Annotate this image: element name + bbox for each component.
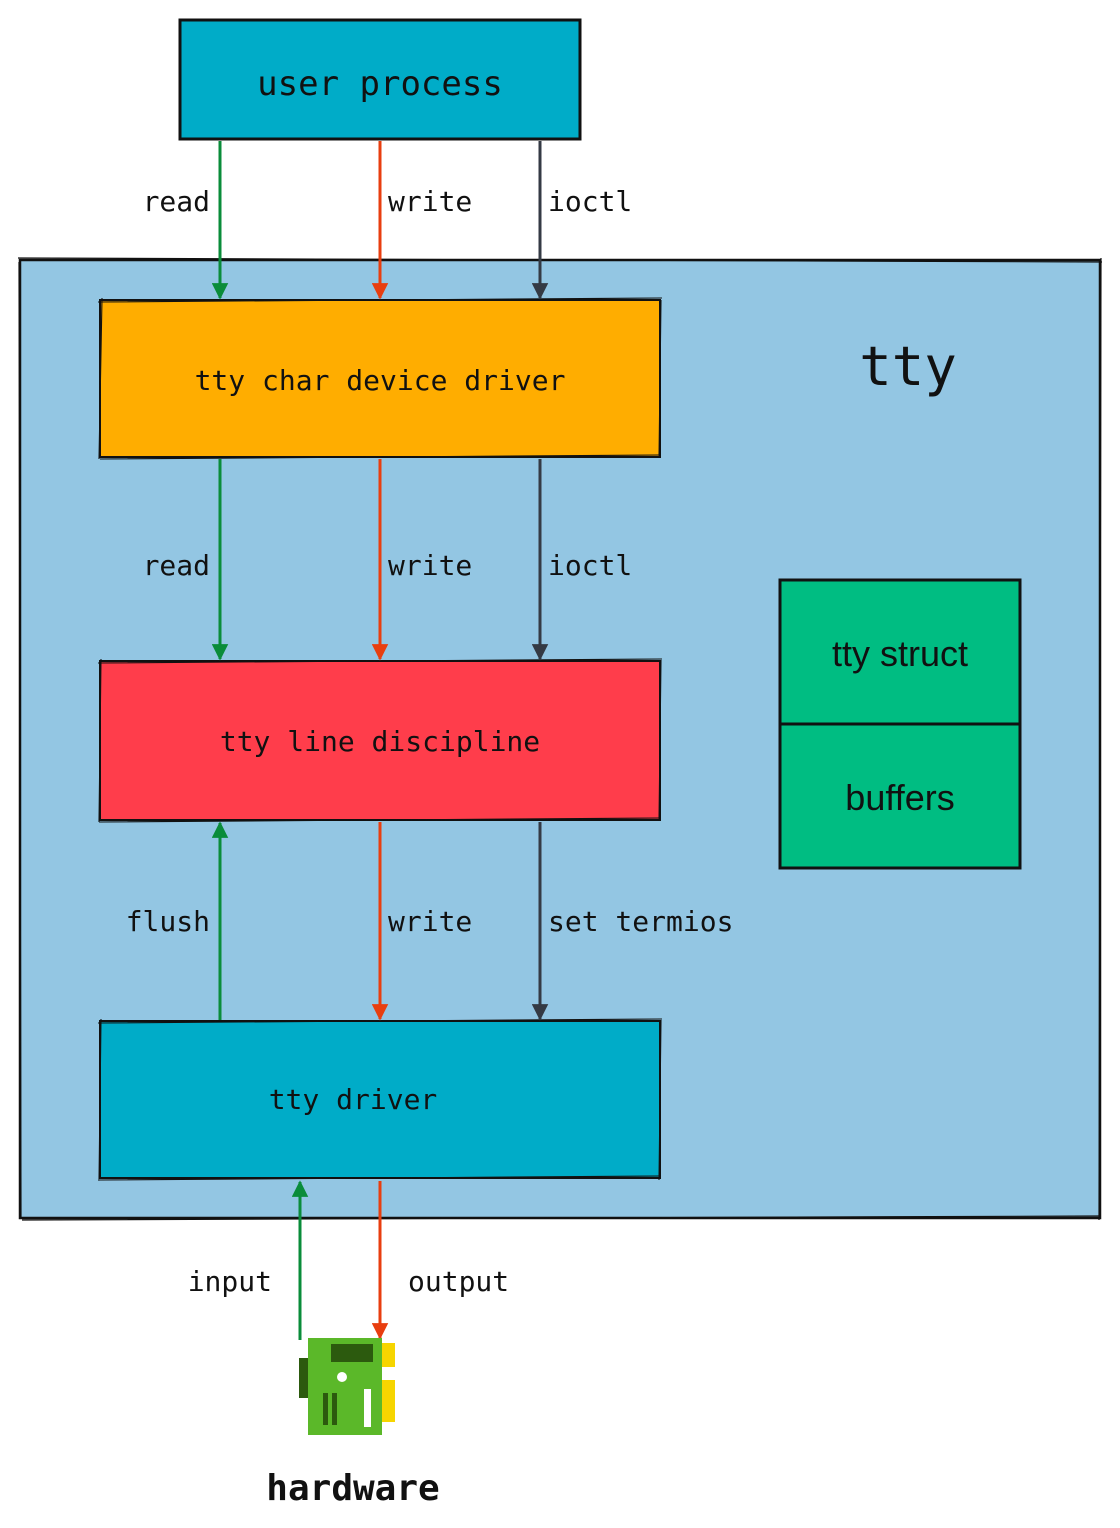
arrows-line-discipline-to-driver: flush write set termios <box>126 821 733 1021</box>
arrows-user-to-char-driver: read write ioctl <box>143 141 632 300</box>
ioctl-label: ioctl <box>548 549 632 582</box>
arrows-char-driver-to-line-discipline: read write ioctl <box>143 459 632 661</box>
write-label: write <box>388 549 472 582</box>
write-label: write <box>388 905 472 938</box>
write-label: write <box>388 185 472 218</box>
set-termios-label: set termios <box>548 905 733 938</box>
tty-driver-box: tty driver <box>97 1018 663 1182</box>
user-process-label: user process <box>257 64 503 104</box>
ioctl-label: ioctl <box>548 185 632 218</box>
circuit-board-icon <box>299 1338 395 1435</box>
read-label: read <box>143 549 210 582</box>
output-label: output <box>408 1265 509 1298</box>
tty-line-discipline-box: tty line discipline <box>97 658 663 823</box>
buffers-label: buffers <box>845 777 954 818</box>
user-process-box: user process <box>178 18 582 141</box>
read-label: read <box>143 185 210 218</box>
input-label: input <box>188 1265 272 1298</box>
hardware-label: hardware <box>266 1468 439 1509</box>
arrows-driver-to-hardware: input output <box>188 1180 509 1340</box>
flush-label: flush <box>126 905 210 938</box>
tty-char-device-driver-box: tty char device driver <box>97 297 663 460</box>
tty-line-discipline-label: tty line discipline <box>220 725 540 758</box>
tty-struct-label: tty struct <box>832 633 968 674</box>
tty-driver-label: tty driver <box>269 1083 438 1116</box>
tty-container-label: tty <box>859 335 957 398</box>
tty-struct-stack: tty struct buffers <box>778 578 1022 870</box>
tty-char-device-driver-label: tty char device driver <box>195 364 566 397</box>
